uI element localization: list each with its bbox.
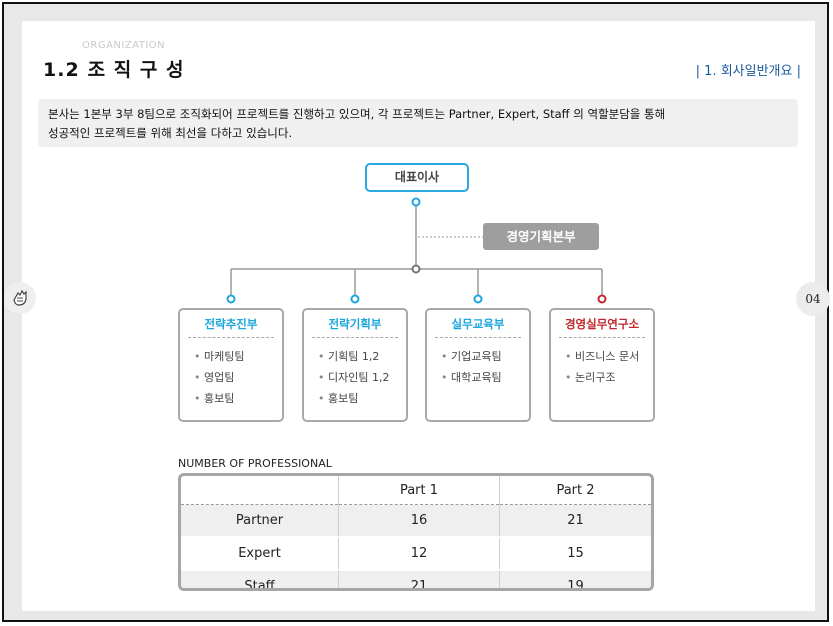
- table-cell: 12: [338, 537, 500, 571]
- table-row: Expert 12 15: [181, 537, 651, 571]
- dept-management-research: 경영실무연구소 비즈니스 문서 논리구조: [549, 308, 655, 422]
- table-header-cell: [181, 476, 339, 505]
- section-title: 조 직 구 성: [87, 59, 185, 81]
- section-subtitle: ORGANIZATION: [82, 40, 166, 51]
- dept-item: 디자인팀 1,2: [318, 367, 406, 388]
- table-header-cell: Part 2: [499, 476, 651, 505]
- table-cell-role: Staff: [181, 570, 339, 588]
- table-cell: 15: [499, 537, 651, 571]
- dept-item: 홍보팀: [318, 388, 406, 409]
- intro-line-2: 성공적인 프로젝트를 위해 최선을 다하고 있습니다.: [48, 126, 293, 140]
- dept-item: 대학교육팀: [441, 367, 529, 388]
- dept-item: 기업교육팀: [441, 346, 529, 367]
- hand-icon[interactable]: [4, 282, 36, 314]
- table-header-row: Part 1 Part 2: [181, 476, 651, 505]
- table-cell: 21: [338, 570, 500, 588]
- professionals-table: Part 1 Part 2 Partner 16 21 Expert 12 15…: [178, 473, 654, 591]
- dept-item: 비즈니스 문서: [565, 346, 653, 367]
- dept-practical-education: 실무교육부 기업교육팀 대학교육팀: [425, 308, 531, 422]
- dept-strategy-promotion: 전략추진부 마케팅팀 영업팀 홍보팀: [178, 308, 284, 422]
- intro-box: 본사는 1본부 3부 8팀으로 조직화되어 프로젝트를 진행하고 있으며, 각 …: [38, 99, 798, 147]
- table-cell: 19: [499, 570, 651, 588]
- dept-name: 전략기획부: [312, 316, 398, 338]
- ceo-box: 대표이사: [365, 163, 469, 192]
- professionals-label: NUMBER OF PROFESSIONAL: [178, 457, 332, 470]
- hand-icon-glyph: [13, 289, 27, 306]
- page-number: 04: [796, 282, 830, 316]
- dept-item: 논리구조: [565, 367, 653, 388]
- section-number: 1.2: [43, 59, 80, 81]
- breadcrumb[interactable]: | 1. 회사일반개요 |: [695, 64, 801, 79]
- table-cell-role: Expert: [181, 537, 339, 571]
- dept-name: 실무교육부: [435, 316, 521, 338]
- intro-line-1: 본사는 1본부 3부 8팀으로 조직화되어 프로젝트를 진행하고 있으며, 각 …: [48, 107, 666, 121]
- dept-strategy-planning: 전략기획부 기획팀 1,2 디자인팀 1,2 홍보팀: [302, 308, 408, 422]
- table-cell: 16: [338, 504, 500, 538]
- dept-item: 기획팀 1,2: [318, 346, 406, 367]
- planning-division-box: 경영기획본부: [483, 223, 599, 250]
- dept-item: 마케팅팀: [194, 346, 282, 367]
- table-header-cell: Part 1: [338, 476, 500, 505]
- table-cell: 21: [499, 504, 651, 538]
- table-cell-role: Partner: [181, 504, 339, 538]
- dept-name: 경영실무연구소: [559, 316, 645, 338]
- table-row: Partner 16 21: [181, 504, 651, 538]
- page-title: 1.2 조 직 구 성: [43, 55, 184, 82]
- dept-item: 홍보팀: [194, 388, 282, 409]
- dept-name: 전략추진부: [188, 316, 274, 338]
- table-row: Staff 21 19: [181, 570, 651, 588]
- dept-item: 영업팀: [194, 367, 282, 388]
